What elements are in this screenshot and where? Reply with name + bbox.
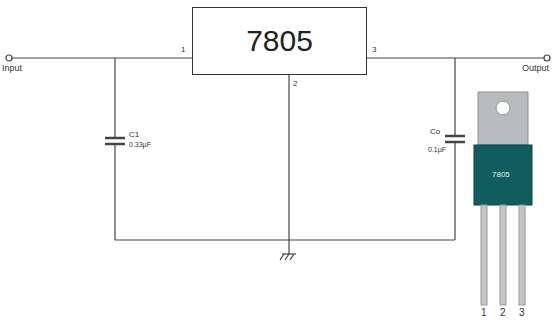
package-lead [481, 205, 487, 305]
input-wire [12, 57, 192, 58]
ground-pin-wire [288, 75, 289, 254]
ground-symbol [280, 254, 284, 260]
pin-number: 1 [181, 46, 185, 54]
pin-number: 3 [372, 46, 376, 54]
component-value: 0.33µF [129, 141, 151, 148]
wire [454, 142, 455, 240]
ground-wire [115, 239, 455, 240]
component-value: 0.1µF [428, 146, 446, 153]
output-terminal [544, 55, 550, 61]
package-lead [500, 205, 506, 305]
terminal-label: Output [522, 64, 549, 73]
pin-number: 3 [519, 308, 525, 318]
capacitor-plate [445, 135, 465, 138]
component-ref: Co [430, 128, 440, 136]
pin-number: 2 [293, 80, 297, 88]
component-ref: C1 [129, 131, 139, 139]
input-terminal [6, 55, 12, 61]
wire [114, 144, 115, 240]
regulator-box: 7805 [192, 7, 367, 75]
package-body [474, 145, 532, 205]
wire [114, 58, 115, 138]
pin-number: 1 [481, 308, 487, 318]
capacitor-plate [105, 137, 125, 140]
package-lead [519, 205, 525, 305]
wire [454, 58, 455, 136]
ground-symbol [290, 254, 294, 260]
part-number: 7805 [246, 24, 313, 58]
ground-symbol [285, 254, 289, 260]
pin-number: 2 [500, 308, 506, 318]
terminal-label: Input [2, 64, 22, 73]
package-marking: 7805 [492, 171, 510, 179]
to220-package [474, 92, 532, 305]
package-tab [478, 92, 528, 145]
package-hole [496, 101, 510, 115]
